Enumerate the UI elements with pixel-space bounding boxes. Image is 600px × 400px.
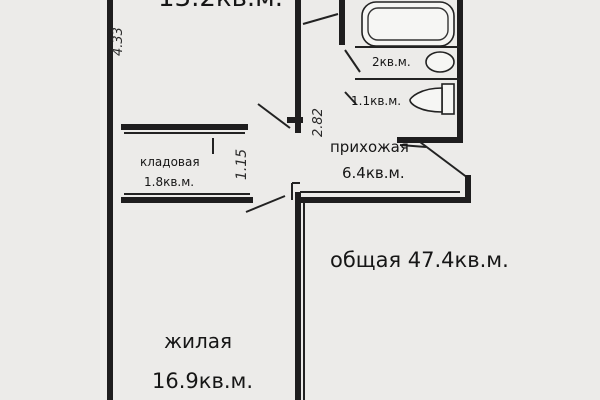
toilet-area: 1.1кв.м.: [351, 94, 401, 108]
bathtub-inner: [367, 7, 449, 41]
sink: [425, 51, 455, 73]
bath-fixtures: [355, 1, 460, 115]
dimension-433: 4.33: [111, 27, 126, 56]
living-label: жилая: [164, 329, 232, 353]
storage-label: кладовая: [140, 155, 200, 169]
door-bathroom: [344, 49, 361, 73]
bathroom-area: 2кв.м.: [372, 55, 411, 69]
walls: [107, 0, 471, 400]
room-top-area: 13.2кв.м.: [158, 0, 283, 13]
door-hallway: [399, 144, 427, 148]
door-toilet: [344, 91, 357, 105]
hallway-right-angle: [419, 141, 469, 179]
dimension-282: 2.82: [311, 108, 326, 137]
toilet-tank: [441, 83, 455, 115]
door-living-room: [245, 195, 286, 213]
total-area: общая 47.4кв.м.: [330, 248, 509, 272]
toilet-bowl: [409, 87, 443, 113]
corridor-door-top: [302, 13, 339, 25]
living-area: 16.9кв.м.: [152, 369, 253, 393]
door-swings: [212, 49, 427, 213]
hallway-label: прихожая: [330, 138, 409, 156]
dimension-115: 1.15: [234, 149, 250, 180]
hallway-area: 6.4кв.м.: [342, 164, 405, 182]
door-top-room: [257, 103, 291, 129]
storage-area: 1.8кв.м.: [144, 175, 194, 189]
